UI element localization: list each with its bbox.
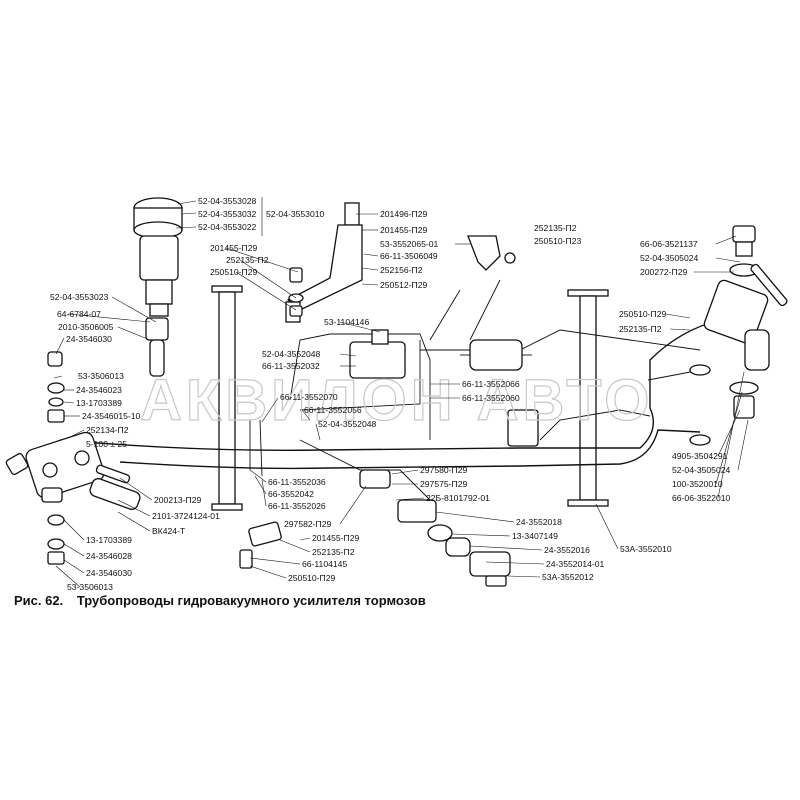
part-label: 24-3552016 <box>544 545 590 555</box>
part-label: 24-3546023 <box>76 385 122 395</box>
part-label: ВК424-Т <box>152 526 186 536</box>
figure-number: Рис. 62. <box>14 593 64 608</box>
part-label: 200213-П29 <box>154 495 201 505</box>
part-label: 5-100 ± 25 <box>86 439 127 449</box>
part-label: 250510-П29 <box>619 309 666 319</box>
hose-fittings-right <box>647 364 711 446</box>
part-label: 252134-П2 <box>86 425 129 435</box>
part-label: 52-04-3553032 <box>198 209 257 219</box>
bolt-washer-nut-top <box>288 267 304 317</box>
part-label: 201455-П29 <box>210 243 257 253</box>
part-label: 53-3506013 <box>67 582 113 592</box>
mid-lower-parts <box>239 469 391 569</box>
part-label: 4905-3504291 <box>672 451 728 461</box>
brake-fluid-reservoir <box>133 197 183 377</box>
part-label: 201455-П29 <box>380 225 427 235</box>
main-pipe-run <box>59 279 721 501</box>
part-label: 13-1703389 <box>86 535 132 545</box>
part-label: 66-11-3552026 <box>268 501 326 511</box>
part-label: 64-6784-07 <box>57 309 101 319</box>
part-label: 66-3552042 <box>268 489 314 499</box>
part-label: 53-3552065-01 <box>380 239 439 249</box>
part-label: 66-11-3552070 <box>280 392 338 402</box>
part-label: 24-3546030 <box>66 334 112 344</box>
part-label: 66-11-3552036 <box>268 477 326 487</box>
part-label: 52-04-3552048 <box>318 419 377 429</box>
part-label: 24-3546015-10 <box>82 411 141 421</box>
part-label: 13-1703389 <box>76 398 122 408</box>
part-label: 53А-3552010 <box>620 544 672 554</box>
part-label: 2101-3724124-01 <box>152 511 220 521</box>
part-label: 52-04-3553028 <box>198 196 257 206</box>
part-label: 53А-3552012 <box>542 572 594 582</box>
right-frame-post <box>567 289 609 507</box>
left-small-parts <box>47 351 65 565</box>
part-label: 201455-П29 <box>312 533 359 543</box>
part-labels: 52-04-3553028 52-04-3553032 52-04-355301… <box>50 196 731 592</box>
drawing: АКВИЛОН АВТО <box>5 197 788 587</box>
part-label: 52-04-3553022 <box>198 222 257 232</box>
clip-bracket-top <box>467 235 516 271</box>
part-label: 66-06-3521137 <box>640 239 698 249</box>
part-label: 250510-П29 <box>210 267 257 277</box>
hydraulic-unit <box>349 329 539 447</box>
part-label: 297580-П29 <box>420 465 467 475</box>
right-valve-assembly <box>703 225 788 419</box>
part-label: 252135-П2 <box>619 324 662 334</box>
part-label: 13-3407149 <box>512 531 558 541</box>
part-label: 297582-П29 <box>284 519 331 529</box>
tee-fitting <box>5 431 105 503</box>
part-label: 250510-П23 <box>534 236 581 246</box>
part-label: 252135-П2 <box>534 223 577 233</box>
part-label: 66-11-3552056 <box>304 405 362 415</box>
part-label: 52-04-3553023 <box>50 292 109 302</box>
figure-caption: Рис. 62. Трубопроводы гидровакуумного ус… <box>14 593 426 608</box>
part-label: 66-11-3552032 <box>262 361 320 371</box>
part-label: 66-11-3552060 <box>462 393 520 403</box>
pressure-switch <box>89 464 141 510</box>
part-label: 24-3552018 <box>516 517 562 527</box>
left-frame-post <box>211 285 243 511</box>
top-bracket <box>285 202 363 323</box>
part-label: 66-11-3552066 <box>462 379 520 389</box>
part-label: 53-1104146 <box>324 317 369 327</box>
part-label: 66-06-3522010 <box>672 493 731 503</box>
part-label: 52-04-3552048 <box>262 349 321 359</box>
part-label: 252156-П2 <box>380 265 423 275</box>
vacuum-booster <box>460 339 532 371</box>
part-label: 24-3552014-01 <box>546 559 605 569</box>
lower-right-fittings <box>397 499 511 587</box>
part-label: 52-04-3505024 <box>640 253 699 263</box>
part-label: 24-3546028 <box>86 551 132 561</box>
part-label: 52-04-3505024 <box>672 465 731 475</box>
part-label: 100-3520010 <box>672 479 723 489</box>
part-label: 52-04-3553010 <box>266 209 325 219</box>
part-label: 250510-П29 <box>288 573 335 583</box>
part-label: 24-3546030 <box>86 568 132 578</box>
part-label: 66-1104145 <box>302 559 347 569</box>
part-label: 201496-П29 <box>380 209 427 219</box>
part-label: 297575-П29 <box>420 479 467 489</box>
watermark-text: АКВИЛОН АВТО <box>140 368 653 433</box>
part-label: 200272-П29 <box>640 267 687 277</box>
leader-lines <box>53 197 749 588</box>
part-label: 22Б-8101792-01 <box>426 493 490 503</box>
part-label: 2010-3506005 <box>58 322 114 332</box>
figure-title: Трубопроводы гидровакуумного усилителя т… <box>76 593 426 608</box>
part-label: 252135-П2 <box>226 255 269 265</box>
part-label: 250512-П29 <box>380 280 427 290</box>
part-label: 66-11-3506049 <box>380 251 438 261</box>
part-label: 53-3506013 <box>78 371 124 381</box>
part-label: 252135-П2 <box>312 547 355 557</box>
